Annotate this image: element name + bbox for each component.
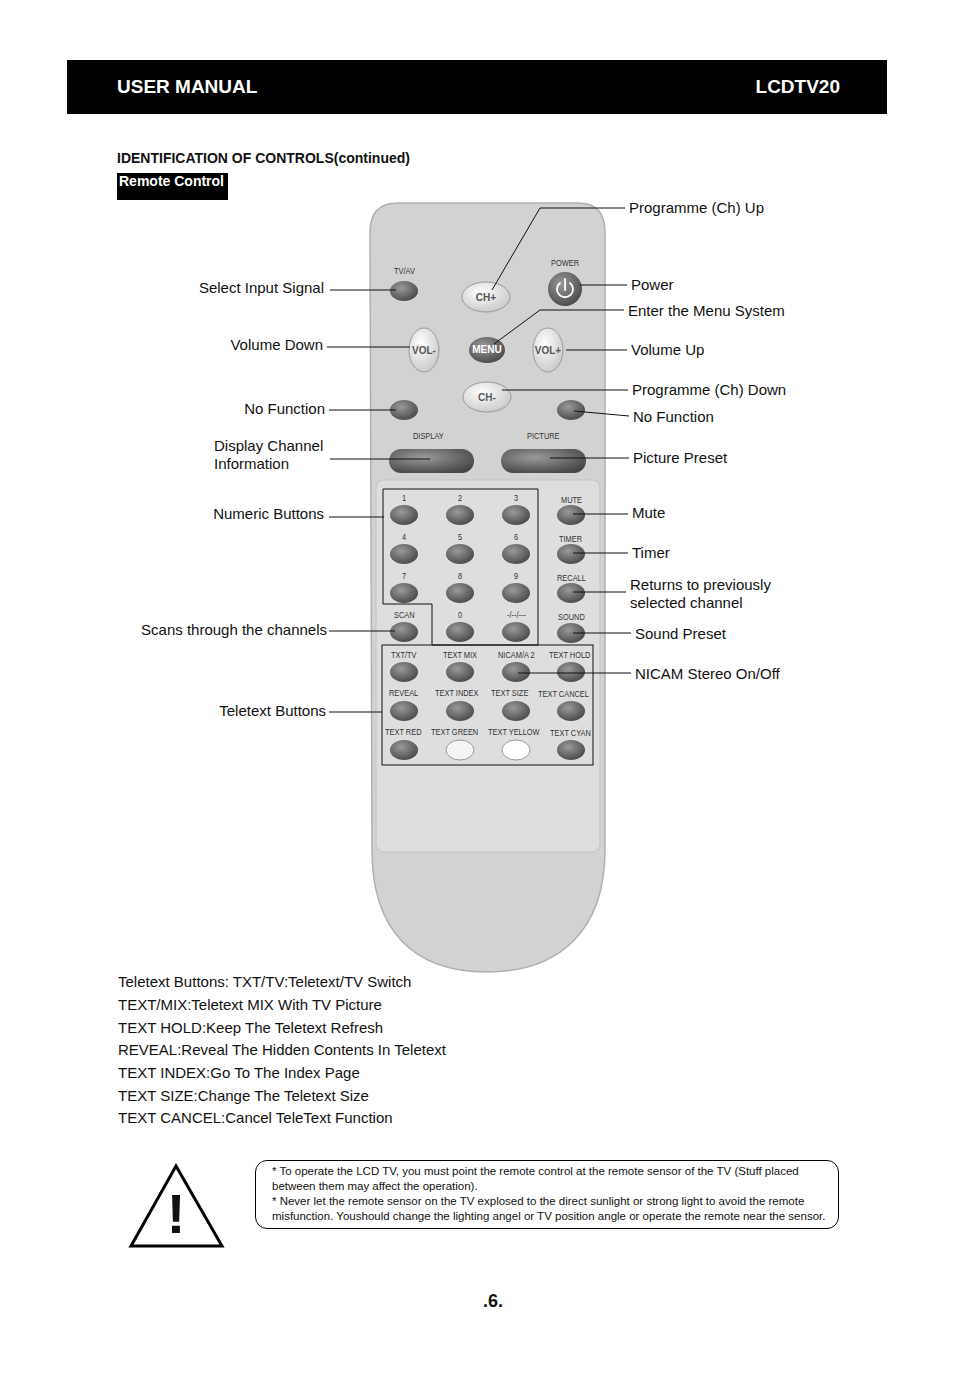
button-label: 2 <box>458 492 462 503</box>
button <box>462 282 510 312</box>
button-label: TEXT MIX <box>443 649 477 660</box>
callout-label: Returns to previously selected channel <box>630 576 790 612</box>
button-label: DISPLAY <box>413 430 444 441</box>
button <box>557 400 585 420</box>
button-face-text: MENU <box>472 344 501 356</box>
button-label: NICAM/A 2 <box>498 649 535 660</box>
callout-label: Numeric Buttons <box>213 505 324 523</box>
callout-label: No Function <box>633 408 714 426</box>
callout-label: Scans through the channels <box>141 621 327 639</box>
button-label: 1 <box>402 492 406 503</box>
callout-label: Volume Up <box>631 341 704 359</box>
button-face-text: VOL- <box>412 345 436 357</box>
button-label: TEXT INDEX <box>435 687 479 698</box>
button-label: TEXT RED <box>385 726 422 737</box>
callout-label: Mute <box>632 504 665 522</box>
button-label: 0 <box>458 609 462 620</box>
button-label: TIMER <box>559 533 582 544</box>
callout-label: Display Channel Information <box>214 437 332 473</box>
buttons <box>389 272 586 760</box>
button-label: 5 <box>458 531 462 542</box>
warning-text: * Never let the remote sensor on the TV … <box>272 1194 826 1224</box>
group-brackets <box>382 489 593 765</box>
page-number: .6. <box>483 1290 503 1312</box>
callout-label: Sound Preset <box>635 625 726 643</box>
button-label: TEXT CANCEL <box>538 688 589 699</box>
button-label: -/--/--- <box>507 609 526 620</box>
button <box>389 449 474 473</box>
button-label: 4 <box>402 531 406 542</box>
warning-triangle <box>131 1166 222 1246</box>
callout-label: Enter the Menu System <box>628 302 785 320</box>
power-symbol <box>557 279 573 297</box>
button <box>501 449 586 473</box>
callout-label: Programme (Ch) Up <box>629 199 764 217</box>
tag-text: Remote Control <box>119 173 224 190</box>
button-label: TXT/TV <box>391 649 417 660</box>
button-label: 3 <box>514 492 518 503</box>
keypad-panel <box>376 480 600 852</box>
warning-box: * To operate the LCD TV, you must point … <box>255 1160 839 1229</box>
callout-label: Timer <box>632 544 670 562</box>
button-label: TEXT HOLD <box>549 649 590 660</box>
button-label: RECALL <box>557 572 586 583</box>
description-line: REVEAL:Reveal The Hidden Contents In Tel… <box>118 1041 446 1059</box>
description-line: TEXT SIZE:Change The Teletext Size <box>118 1087 369 1105</box>
warning-mark: ! <box>167 1184 186 1244</box>
callout-label: Picture Preset <box>633 449 727 467</box>
button <box>463 382 511 412</box>
button-face-text: CH- <box>478 392 496 404</box>
button-label: TEXT CYAN <box>550 727 591 738</box>
description-line: TEXT INDEX:Go To The Index Page <box>118 1064 360 1082</box>
section-title: IDENTIFICATION OF CONTROLS(continued) <box>117 150 410 166</box>
leader-lines <box>327 208 631 712</box>
warning-text: * To operate the LCD TV, you must point … <box>272 1164 826 1194</box>
section-tag: Remote Control <box>117 173 228 200</box>
button-label: TEXT GREEN <box>431 726 478 737</box>
button <box>469 337 505 363</box>
button-label: SOUND <box>558 611 585 622</box>
button-label: POWER <box>551 257 579 268</box>
description-line: TEXT CANCEL:Cancel TeleText Function <box>118 1109 393 1127</box>
button-label: REVEAL <box>389 687 418 698</box>
callout-label: NICAM Stereo On/Off <box>635 665 780 683</box>
callout-label: Select Input Signal <box>199 279 324 297</box>
button-label: PICTURE <box>527 430 560 441</box>
button <box>390 281 418 301</box>
button <box>533 328 563 372</box>
remote-body <box>370 203 605 972</box>
header-text: LCDTV20 <box>756 76 840 98</box>
button-label: TV/AV <box>394 265 415 276</box>
button-label: 6 <box>514 531 518 542</box>
button-label: TEXT YELLOW <box>488 726 540 737</box>
button-label: SCAN <box>394 609 415 620</box>
callout-label: Programme (Ch) Down <box>632 381 786 399</box>
button-label: 7 <box>402 570 406 581</box>
description-line: TEXT HOLD:Keep The Teletext Refresh <box>118 1019 383 1037</box>
callout-label: No Function <box>244 400 325 418</box>
button-face-text: VOL+ <box>535 345 561 357</box>
header-text: USER MANUAL <box>117 76 257 98</box>
button-label: 8 <box>458 570 462 581</box>
description-line: TEXT/MIX:Teletext MIX With TV Picture <box>118 996 382 1014</box>
button-label: TEXT SIZE <box>491 687 528 698</box>
header-bar: USER MANUAL LCDTV20 <box>67 60 887 114</box>
button-label: 9 <box>514 570 518 581</box>
power-button <box>548 272 582 306</box>
callout-label: Teletext Buttons <box>219 702 326 720</box>
callout-label: Volume Down <box>230 336 323 354</box>
description-line: Teletext Buttons: TXT/TV:Teletext/TV Swi… <box>118 973 411 991</box>
button <box>409 328 439 372</box>
button-label: MUTE <box>561 494 582 505</box>
callout-label: Power <box>631 276 674 294</box>
button-face-text: CH+ <box>476 292 496 304</box>
